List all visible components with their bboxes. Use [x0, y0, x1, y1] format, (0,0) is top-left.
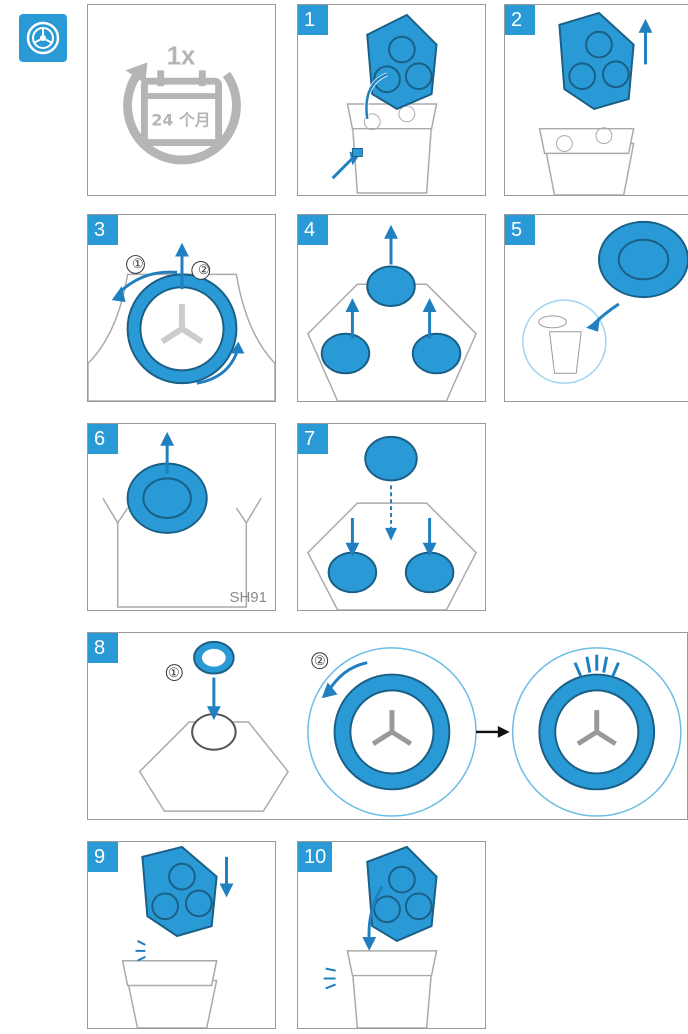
step-1-panel: 1 — [297, 4, 486, 196]
step-9-panel: 9 — [87, 841, 276, 1029]
circled-step-1: ① — [132, 256, 144, 272]
step-number: 5 — [505, 215, 535, 245]
step-number: 10 — [298, 842, 332, 872]
step-number: 6 — [88, 424, 118, 454]
step-8-panel: ① ② 8 — [87, 632, 688, 820]
step-4-panel: 4 — [297, 214, 486, 402]
schedule-panel: 1x 24 个月 — [87, 4, 276, 196]
frequency-label: 1x — [167, 42, 196, 70]
step-3-panel: ① ② 3 — [87, 214, 276, 402]
step-number: 7 — [298, 424, 328, 454]
step-number: 9 — [88, 842, 118, 872]
step-number: 3 — [88, 215, 118, 245]
calendar-cycle-icon: 1x 24 个月 — [88, 5, 275, 195]
step-number: 1 — [298, 5, 328, 35]
step-number: 8 — [88, 633, 118, 663]
period-label: 24 个月 — [151, 111, 210, 130]
step-7-panel: 7 — [297, 423, 486, 611]
step-6-panel: SH91 6 — [87, 423, 276, 611]
circled-step-2: ② — [198, 262, 210, 278]
cleaning-cartridge-icon — [19, 14, 67, 62]
lock-ring-illustration — [88, 633, 687, 819]
step-number: 4 — [298, 215, 328, 245]
step-5-panel: 5 — [504, 214, 688, 402]
step-2-panel: 2 — [504, 4, 688, 196]
product-code: SH91 — [229, 589, 267, 606]
step-10-panel: 10 — [297, 841, 486, 1029]
circled-step-2: ② — [314, 653, 326, 669]
circled-step-1: ① — [168, 665, 180, 681]
step-number: 2 — [505, 5, 535, 35]
